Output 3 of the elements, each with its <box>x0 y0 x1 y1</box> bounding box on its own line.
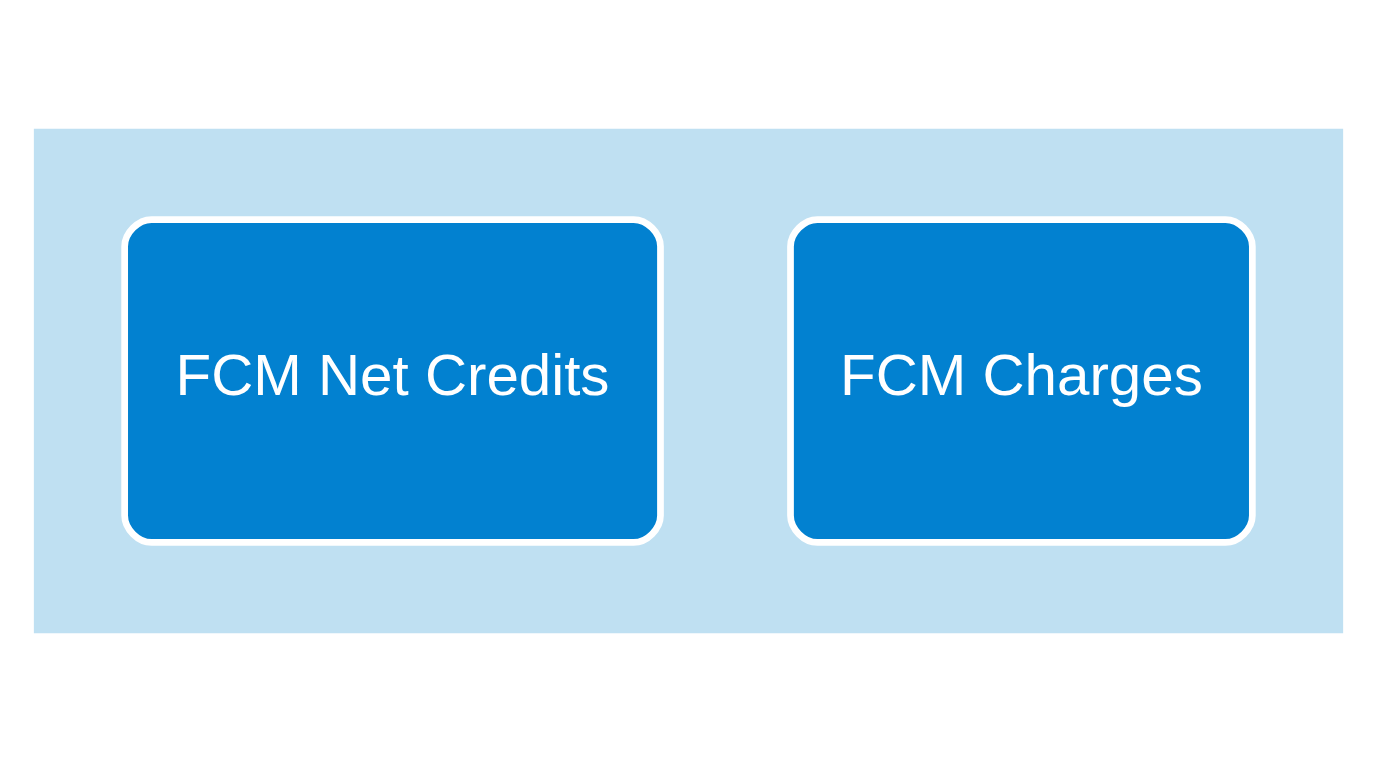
cluster <box>33 128 1344 633</box>
node-box: FCM Net Credits <box>121 215 664 546</box>
node-box: FCM Charges <box>787 215 1256 546</box>
